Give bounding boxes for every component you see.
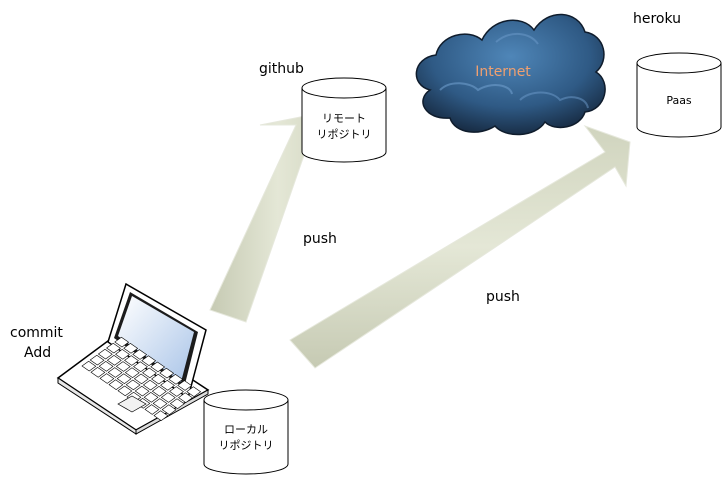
keyboard-key (144, 404, 160, 415)
local-repo-line1: ローカル (224, 423, 268, 436)
keyboard-key (107, 367, 123, 378)
paas-cylinder: Paas (636, 52, 722, 138)
keyboard-key (98, 361, 114, 372)
remote-repo-line1: リモート (322, 112, 366, 125)
cloud-label: Internet (475, 64, 531, 80)
keyboard-key (169, 398, 185, 409)
add-label: Add (24, 345, 52, 361)
keyboard-key (81, 360, 97, 372)
keyboard-key (124, 355, 139, 366)
cloud-icon: Internet (415, 13, 606, 136)
remote-repo-line2: リポジトリ (317, 128, 372, 141)
keyboard-key (97, 348, 113, 360)
keyboard-key (125, 379, 141, 391)
keyboard-key (161, 404, 177, 415)
keyboard-key (116, 373, 132, 384)
push-heroku-label: push (486, 289, 520, 305)
keyboard-key (108, 379, 124, 390)
keyboard-key (153, 410, 169, 421)
heroku-label: heroku (633, 11, 682, 27)
keyboard-key (99, 373, 115, 384)
keyboard-key (133, 361, 148, 372)
keyboard-key (141, 355, 157, 366)
keyboard-key (89, 354, 105, 366)
keyboard-key (134, 385, 150, 397)
keyboard-key (114, 336, 130, 348)
keyboard-key (123, 343, 139, 354)
keyboard-key (168, 374, 184, 385)
keyboard-key (150, 361, 166, 373)
keyboard-key (124, 367, 140, 378)
laptop-icon (56, 282, 210, 435)
keyboard-key (186, 386, 202, 397)
keyboard-key (106, 342, 121, 354)
keyboard-key (133, 373, 149, 385)
keyboard-key (132, 349, 148, 360)
keyboard-key (177, 380, 193, 391)
push-github-label: push (303, 231, 337, 247)
keyboard-key (142, 367, 157, 379)
keyboard-key (142, 379, 158, 391)
local-repo-line2: リポジトリ (219, 439, 274, 452)
keyboard-key (151, 373, 166, 385)
keyboard-key (169, 386, 184, 397)
paas-label: Paas (666, 94, 692, 107)
keyboard-key (106, 355, 122, 366)
keyboard-key (159, 367, 175, 379)
keyboard-key (115, 349, 130, 360)
keyboard-key (160, 380, 175, 391)
keyboard-key (160, 392, 176, 403)
keyboard-key (115, 361, 131, 372)
keyboard-key (143, 392, 159, 403)
local-repository-cylinder: ローカル リポジトリ (203, 389, 289, 475)
push-to-heroku-arrow (289, 124, 631, 369)
commit-label: commit (10, 325, 63, 341)
keyboard-key (117, 385, 133, 397)
remote-repository-cylinder: リモート リポジトリ (301, 77, 387, 163)
keyboard-key (151, 386, 167, 397)
keyboard-key (178, 392, 193, 403)
github-label: github (259, 61, 304, 77)
keyboard-key (90, 367, 106, 378)
keyboard-key (152, 398, 168, 409)
